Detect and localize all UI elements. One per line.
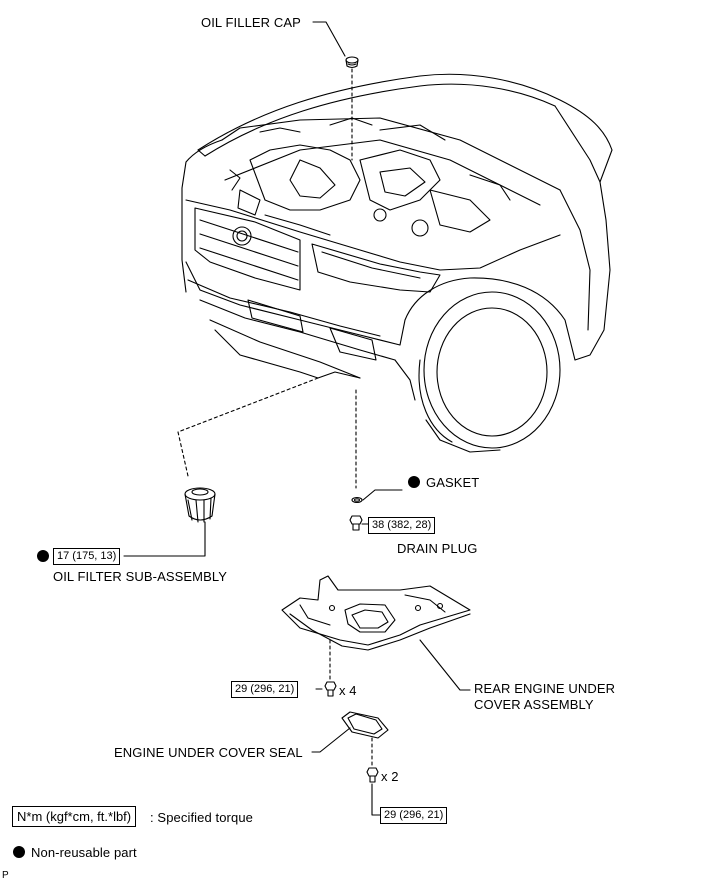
filter-dashed-line <box>177 377 319 477</box>
page-mark: P <box>2 870 9 881</box>
vehicle-body <box>181 73 613 453</box>
rear-cover-bolt-part <box>324 681 337 697</box>
oil-filler-cap-label: OIL FILLER CAP <box>201 15 301 30</box>
rear-cover-torque-box: 29 (296, 21) <box>231 681 299 698</box>
rear-cover-label-line2: COVER ASSEMBLY <box>474 697 594 712</box>
legend-nonreusable-text: Non-reusable part <box>31 845 137 860</box>
oil-filter-leader <box>123 521 206 557</box>
gasket-leader <box>362 489 403 501</box>
rear-bolt-quantity: x 4 <box>339 683 357 698</box>
gasket-label: GASKET <box>426 475 480 490</box>
drain-plug-torque-box: 38 (382, 28) <box>368 517 436 534</box>
seal-bolt-leader <box>371 783 381 816</box>
gasket-part <box>351 496 363 504</box>
gasket-nonreusable-dot <box>408 476 420 488</box>
oil-filter-part <box>184 487 216 523</box>
oil-filter-nonreusable-dot <box>37 550 49 562</box>
seal-bolt-quantity: x 2 <box>381 769 399 784</box>
seal-leader <box>311 727 351 753</box>
rear-cover-leader <box>419 639 471 691</box>
drain-plug-part <box>349 515 363 531</box>
oil-filler-cap-leader <box>312 21 346 57</box>
seal-bolt-part <box>366 767 379 783</box>
legend-torque-box: N*m (kgf*cm, ft.*lbf) <box>12 806 137 827</box>
legend-torque-text: : Specified torque <box>150 810 253 825</box>
oil-filter-label: OIL FILTER SUB-ASSEMBLY <box>53 569 227 584</box>
legend-nonreusable-dot <box>13 846 25 858</box>
drain-plug-label: DRAIN PLUG <box>397 541 478 556</box>
oil-filler-cap-part <box>345 56 359 69</box>
engine-under-cover-seal-part <box>341 711 389 739</box>
rear-cover-label-line1: REAR ENGINE UNDER <box>474 681 616 696</box>
engine-seal-label: ENGINE UNDER COVER SEAL <box>114 745 303 760</box>
rear-engine-under-cover-part <box>281 575 471 651</box>
seal-bolt-torque-box: 29 (296, 21) <box>380 807 448 824</box>
oil-filter-torque-box: 17 (175, 13) <box>53 548 121 565</box>
